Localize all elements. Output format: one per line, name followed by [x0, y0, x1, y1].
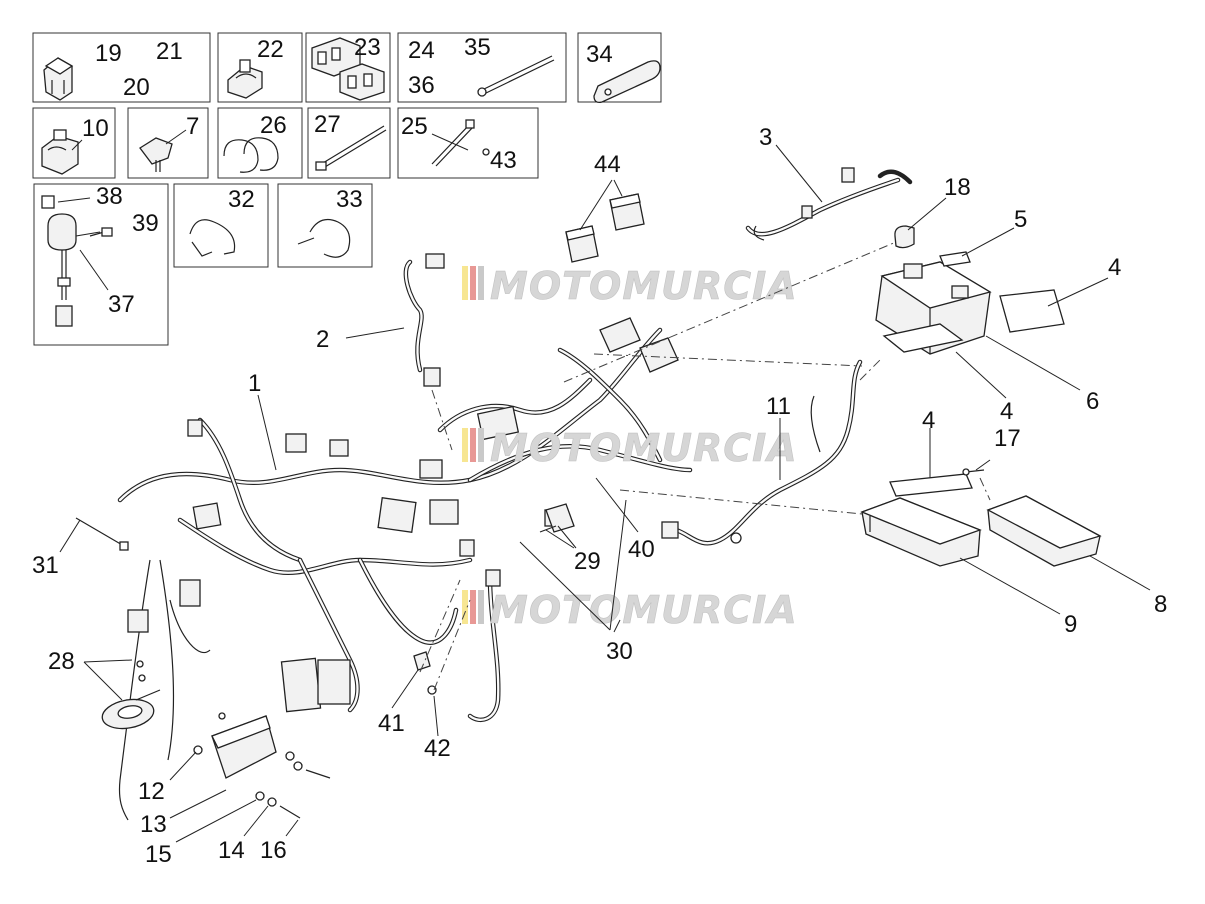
label-28: 28	[48, 648, 75, 675]
detail-box-32	[173, 183, 269, 268]
detail-boxes	[32, 32, 662, 346]
label-3: 3	[759, 124, 772, 151]
label-4a: 4	[1108, 254, 1121, 281]
watermark-top: MOTOMURCIA	[462, 264, 798, 308]
label-6: 6	[1086, 388, 1099, 415]
label-15: 15	[145, 841, 172, 868]
label-14: 14	[218, 837, 245, 864]
detail-box-10	[32, 107, 116, 179]
sub-harness-2	[403, 253, 445, 387]
detail-box-23	[305, 32, 391, 103]
cable-tie-35-part	[477, 55, 555, 97]
label-5: 5	[1014, 206, 1027, 233]
label-31: 31	[32, 552, 59, 579]
label-13: 13	[140, 811, 167, 838]
label-30: 30	[606, 638, 633, 665]
label-43: 43	[490, 147, 517, 174]
label-26: 26	[260, 112, 287, 139]
sensor-37-part	[41, 195, 113, 327]
detail-box-fuses	[32, 32, 211, 103]
clamp-26-part	[223, 137, 279, 173]
cable-tie-25-part	[431, 119, 490, 167]
bolt-31	[75, 517, 129, 551]
label-39: 39	[132, 210, 159, 237]
watermark-text-middle: MOTOMURCIA	[490, 426, 798, 470]
label-32: 32	[228, 186, 255, 213]
label-11: 11	[766, 393, 791, 420]
detail-box-25	[397, 107, 539, 179]
detail-box-22	[217, 32, 303, 103]
label-41: 41	[378, 710, 405, 737]
label-35: 35	[464, 34, 491, 61]
label-38: 38	[96, 183, 123, 210]
ground-cable-11	[661, 359, 863, 546]
terminal-cap-18	[894, 225, 915, 249]
clip-33-part	[297, 219, 351, 258]
detail-box-sensor	[33, 183, 169, 346]
clip-22-part	[227, 59, 263, 99]
fasteners-41-42	[413, 651, 437, 695]
detail-box-7	[127, 107, 209, 179]
label-19: 19	[95, 40, 122, 67]
detail-box-34	[577, 32, 662, 103]
control-module-13	[193, 712, 331, 819]
label-37: 37	[108, 291, 135, 318]
watermark-middle: MOTOMURCIA	[462, 426, 798, 470]
label-22: 22	[257, 36, 284, 63]
label-40: 40	[628, 536, 655, 563]
main-wiring-harness	[117, 317, 693, 821]
detail-box-27	[307, 107, 391, 179]
label-25: 25	[401, 113, 428, 140]
label-20: 20	[123, 74, 150, 101]
label-16: 16	[260, 837, 287, 864]
detail-box-26	[217, 107, 303, 179]
clip-7-part	[139, 137, 173, 172]
label-34: 34	[586, 41, 613, 68]
horn-28	[101, 660, 161, 730]
pads-4-5	[882, 251, 1065, 497]
leader-lines	[57, 129, 1151, 843]
label-9: 9	[1064, 611, 1077, 638]
label-7: 7	[186, 113, 199, 140]
relay-29	[539, 503, 575, 533]
clip-32-part	[189, 219, 236, 257]
label-21: 21	[156, 38, 183, 65]
assembly-lines	[419, 241, 991, 691]
ecu-cover-8	[986, 495, 1102, 567]
screw-17	[962, 468, 985, 476]
label-10: 10	[82, 115, 109, 142]
label-36: 36	[408, 72, 435, 99]
label-4b: 4	[1000, 398, 1013, 425]
label-4c: 4	[922, 407, 935, 434]
relay-holder-23-part	[311, 37, 385, 101]
battery-cable-3	[745, 167, 913, 241]
label-24: 24	[408, 37, 435, 64]
label-18: 18	[944, 174, 971, 201]
label-42: 42	[424, 735, 451, 762]
watermark-text-top: MOTOMURCIA	[490, 264, 798, 308]
strap-34-part	[593, 60, 661, 104]
cable-tie-27-part	[315, 125, 387, 171]
label-8: 8	[1154, 591, 1167, 618]
label-1: 1	[248, 370, 261, 397]
label-17: 17	[994, 425, 1021, 452]
label-2: 2	[316, 326, 329, 353]
label-29: 29	[574, 548, 601, 575]
label-27: 27	[314, 111, 341, 138]
watermark-text-bottom: MOTOMURCIA	[490, 588, 798, 632]
fuse-parts	[43, 57, 74, 101]
detail-box-cable-ties	[397, 32, 567, 103]
label-23: 23	[354, 34, 381, 61]
ecu-9	[860, 497, 982, 567]
label-12: 12	[138, 778, 165, 805]
label-33: 33	[336, 186, 363, 213]
clip-10-part	[41, 129, 79, 175]
watermark-bottom: MOTOMURCIA	[462, 588, 798, 632]
label-44: 44	[594, 151, 621, 178]
part-number-labels: 19 21 20 22 23 24 35 36 34 10 7 26 27 25…	[32, 34, 1167, 868]
detail-box-33	[277, 183, 373, 268]
relays-44	[565, 193, 645, 263]
